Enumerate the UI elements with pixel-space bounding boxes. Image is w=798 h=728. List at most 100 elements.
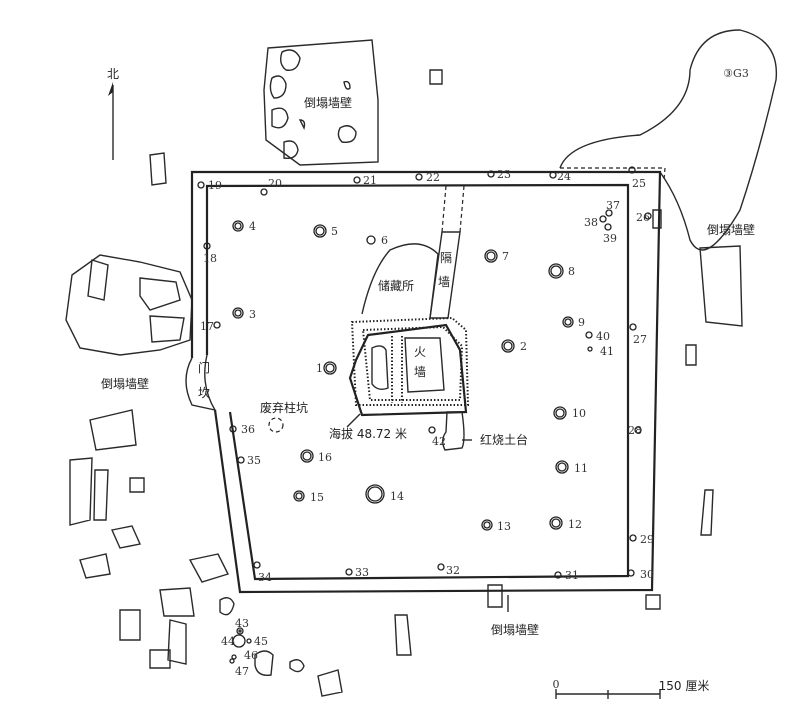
partition-label-1: 隔 bbox=[440, 251, 452, 265]
posthole-inner-ring bbox=[557, 462, 567, 472]
posthole bbox=[300, 449, 314, 463]
posthole-number: 15 bbox=[310, 491, 324, 504]
posthole-number: 43 bbox=[235, 617, 249, 630]
posthole-inner-ring bbox=[302, 451, 312, 461]
abandoned-pit-label: 废弃柱坑 bbox=[260, 400, 308, 415]
posthole bbox=[345, 568, 353, 576]
posthole-inner-ring bbox=[234, 222, 242, 230]
posthole-number: 2 bbox=[520, 340, 527, 353]
posthole-number: 28 bbox=[628, 424, 642, 437]
posthole-number: 33 bbox=[355, 566, 369, 579]
house-inner-wall bbox=[205, 183, 630, 581]
g3-feature bbox=[559, 29, 778, 251]
scale-bar bbox=[555, 689, 661, 699]
collapsed-wall-east bbox=[699, 245, 743, 327]
posthole-number: 20 bbox=[268, 177, 282, 190]
posthole bbox=[585, 331, 593, 339]
posthole bbox=[428, 426, 436, 434]
posthole-number: 22 bbox=[426, 171, 440, 184]
scale-start: 0 bbox=[553, 678, 560, 691]
posthole-inner-ring bbox=[295, 492, 303, 500]
posthole bbox=[313, 224, 327, 238]
posthole-number: 5 bbox=[331, 225, 338, 238]
posthole bbox=[553, 406, 567, 420]
posthole-number: 8 bbox=[568, 265, 575, 278]
posthole bbox=[587, 346, 593, 352]
posthole bbox=[232, 634, 246, 648]
collapsed-wall-label-south: 倒塌墙壁 bbox=[491, 622, 539, 637]
collapsed-wall-label-north: 倒塌墙壁 bbox=[304, 95, 352, 110]
posthole-inner-ring bbox=[238, 629, 242, 633]
posthole-number: 16 bbox=[318, 451, 332, 464]
posthole-number: 42 bbox=[432, 435, 446, 448]
north-label: 北 bbox=[107, 67, 119, 81]
posthole-number: 25 bbox=[632, 177, 646, 190]
posthole-number: 34 bbox=[258, 571, 272, 584]
posthole-number: 23 bbox=[497, 168, 511, 181]
posthole-inner-ring bbox=[315, 226, 325, 236]
posthole-number: 19 bbox=[208, 179, 222, 192]
posthole-number: 41 bbox=[600, 345, 614, 358]
posthole-number: 40 bbox=[596, 330, 610, 343]
collapsed-wall-label-east: 倒塌墙壁 bbox=[707, 222, 755, 237]
posthole bbox=[260, 188, 268, 196]
posthole-number: 24 bbox=[557, 170, 571, 183]
posthole-inner-ring bbox=[234, 309, 242, 317]
storage-label: 储藏所 bbox=[378, 278, 414, 293]
posthole bbox=[437, 563, 445, 571]
posthole bbox=[548, 263, 564, 279]
fire-wall-label-2: 墙 bbox=[414, 365, 426, 379]
posthole bbox=[605, 209, 613, 217]
posthole-number: 44 bbox=[221, 635, 235, 648]
posthole bbox=[501, 339, 515, 353]
posthole bbox=[229, 658, 235, 664]
posthole bbox=[232, 220, 244, 232]
posthole bbox=[549, 171, 557, 179]
posthole-number: 35 bbox=[247, 454, 261, 467]
posthole-inner-ring bbox=[367, 486, 383, 502]
posthole bbox=[628, 166, 636, 174]
storage-area bbox=[361, 243, 439, 319]
posthole-number: 6 bbox=[381, 234, 388, 247]
threshold-label-2: 坎 bbox=[198, 386, 210, 400]
posthole-number: 1 bbox=[316, 362, 323, 375]
posthole bbox=[644, 212, 652, 220]
posthole-number: 38 bbox=[584, 216, 598, 229]
posthole-number: 45 bbox=[254, 635, 268, 648]
fire-wall-label-1: 火 bbox=[414, 345, 426, 359]
threshold bbox=[185, 354, 217, 412]
posthole bbox=[246, 638, 252, 644]
house-outer-wall bbox=[190, 170, 662, 594]
posthole bbox=[627, 569, 635, 577]
g3-label: ③G3 bbox=[723, 67, 749, 80]
posthole bbox=[366, 235, 376, 245]
posthole bbox=[549, 516, 563, 530]
collapsed-wall-north bbox=[263, 39, 379, 166]
posthole-number: 36 bbox=[241, 423, 255, 436]
posthole bbox=[487, 170, 495, 178]
posthole bbox=[203, 242, 211, 250]
posthole bbox=[415, 173, 423, 181]
collapsed-wall-label-west: 倒塌墙壁 bbox=[101, 376, 149, 391]
posthole bbox=[253, 561, 261, 569]
posthole bbox=[232, 307, 244, 319]
posthole-number: 3 bbox=[249, 308, 256, 321]
posthole-inner-ring bbox=[483, 521, 491, 529]
posthole-number: 21 bbox=[363, 174, 377, 187]
posthole-number: 13 bbox=[497, 520, 511, 533]
posthole-inner-ring bbox=[550, 265, 562, 277]
posthole bbox=[555, 460, 569, 474]
posthole-number: 14 bbox=[390, 490, 404, 503]
posthole-number: 37 bbox=[606, 199, 620, 212]
posthole bbox=[484, 249, 498, 263]
posthole-number: 26 bbox=[636, 211, 650, 224]
posthole bbox=[236, 627, 244, 635]
posthole bbox=[481, 519, 493, 531]
wall-extension-dashed bbox=[560, 167, 666, 181]
posthole-number: 12 bbox=[568, 518, 582, 531]
posthole-number: 39 bbox=[603, 232, 617, 245]
posthole bbox=[629, 323, 637, 331]
posthole bbox=[365, 484, 385, 504]
